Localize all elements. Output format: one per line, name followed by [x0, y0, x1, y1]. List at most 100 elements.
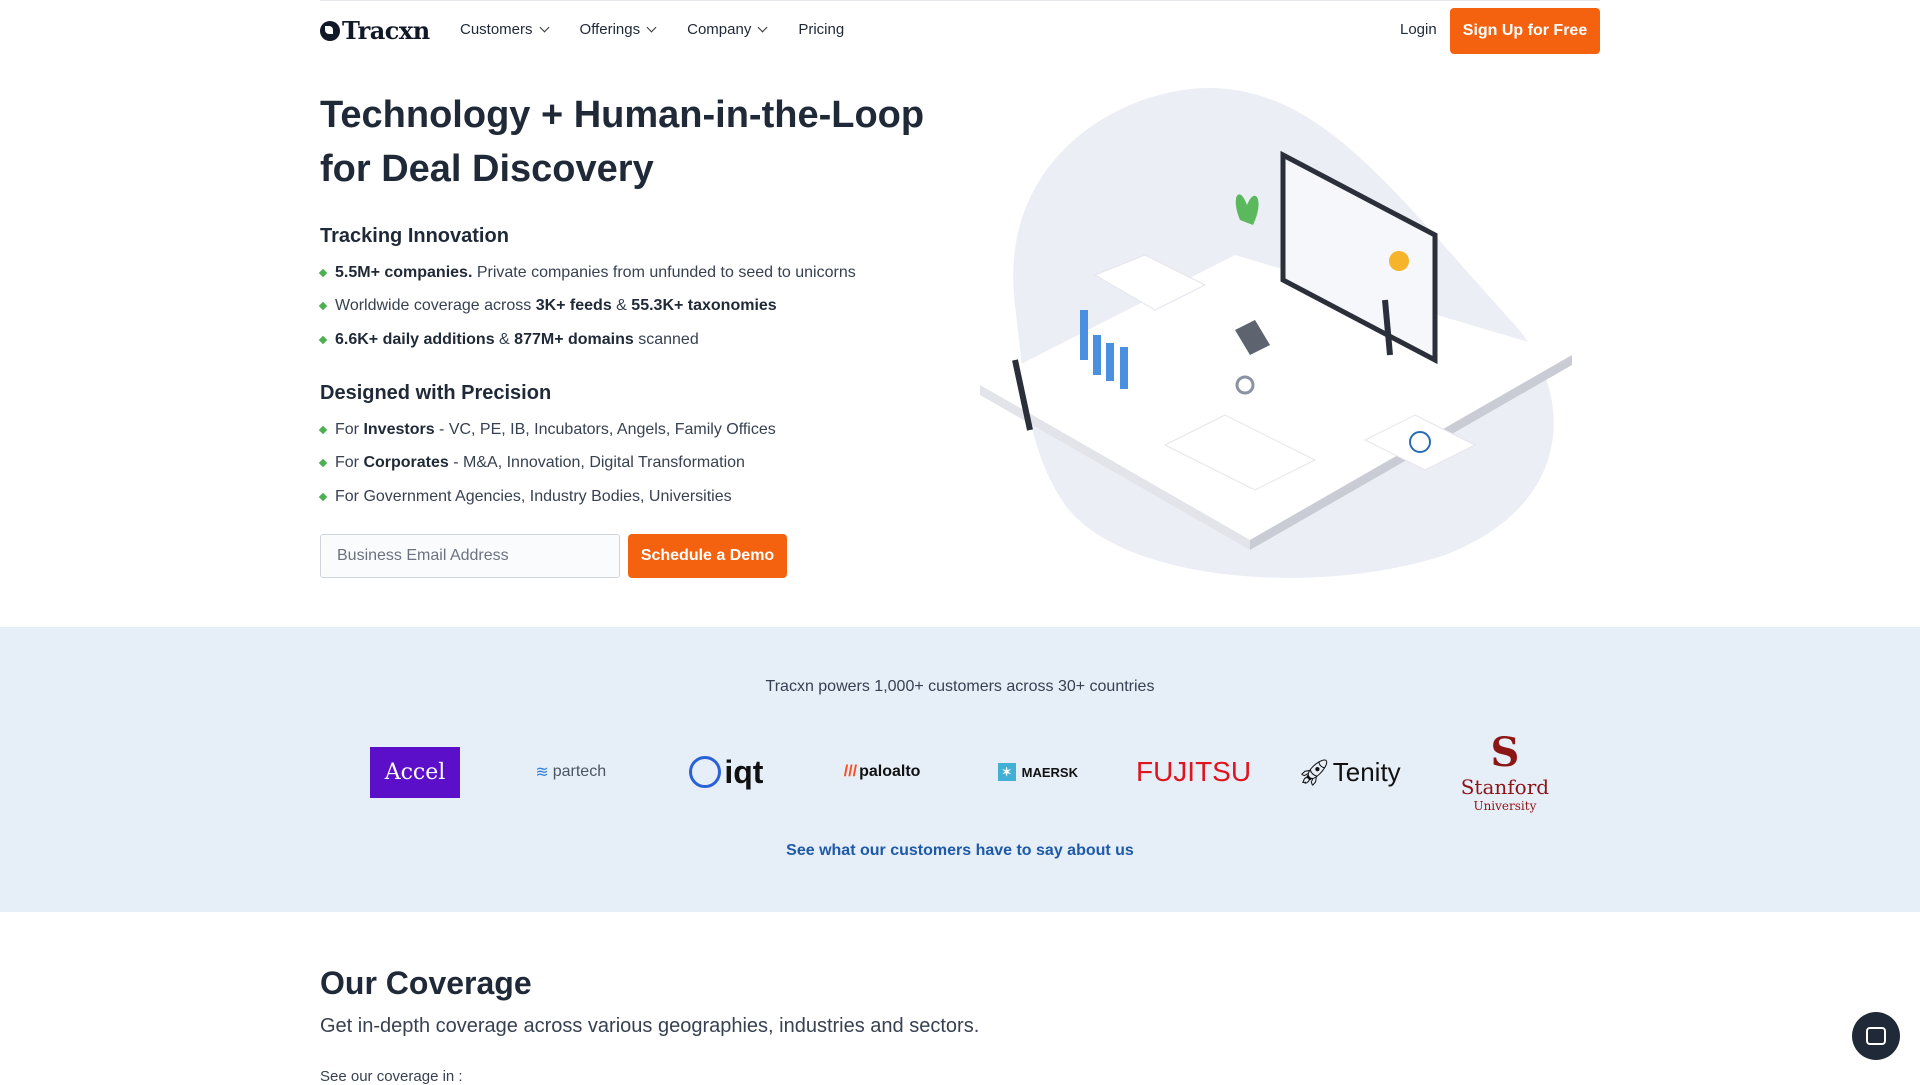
chat-widget-button[interactable] — [1852, 1012, 1900, 1060]
gear-icon — [1235, 375, 1255, 395]
paloalto-logo: ///paloalto — [832, 763, 932, 781]
bold-text: Investors — [363, 420, 435, 438]
top-divider — [320, 0, 1600, 1]
tracxn-logo[interactable]: Tracxn — [320, 16, 430, 45]
list-item: 6.6K+ daily additions & 877M+ domains sc… — [318, 323, 856, 357]
partech-logo: ≋partech — [521, 762, 621, 782]
nav-label: Customers — [460, 21, 533, 38]
bold-text: 877M+ domains — [514, 330, 634, 348]
nav-label: Company — [687, 21, 752, 38]
bullet-icon — [318, 459, 328, 468]
bullet-icon — [318, 335, 328, 344]
precision-list: For Investors - VC, PE, IB, Incubators, … — [318, 413, 776, 514]
nav-pricing[interactable]: Pricing — [798, 21, 845, 38]
bar-chart-icon — [1106, 343, 1114, 381]
text: Worldwide coverage across — [335, 297, 536, 315]
logo-text: Tracxn — [342, 16, 430, 45]
nav-company[interactable]: Company — [687, 21, 768, 38]
logo-text: MAERSK — [1021, 764, 1078, 780]
bold-text: 55.3K+ taxonomies — [631, 297, 777, 315]
platform-side-left — [980, 385, 1250, 550]
chat-icon — [1866, 1027, 1886, 1045]
logo-text: Accel — [370, 746, 460, 798]
main-nav: Customers Offerings Company Pricing — [460, 21, 844, 38]
bar-chart-icon — [1093, 335, 1101, 375]
text: For — [335, 420, 364, 438]
document-card — [1163, 414, 1317, 491]
list-item: Worldwide coverage across 3K+ feeds & 55… — [318, 290, 856, 324]
pie-chart-icon — [1389, 251, 1409, 271]
network-card — [1363, 414, 1477, 471]
paloalto-icon: /// — [843, 763, 858, 780]
logo-text: paloalto — [859, 763, 921, 780]
list-item: For Corporates - M&A, Innovation, Digita… — [318, 447, 776, 481]
precision-heading: Designed with Precision — [320, 382, 552, 404]
stanford-s-icon: S — [1490, 729, 1520, 776]
shield-icon — [1235, 320, 1270, 355]
logo-icon — [320, 20, 340, 41]
iqt-globe-icon — [689, 756, 722, 788]
hero-illustration — [980, 88, 1572, 578]
list-item: 5.5M+ companies. Private companies from … — [318, 256, 856, 290]
nav-offerings[interactable]: Offerings — [580, 21, 658, 38]
bullet-icon — [318, 268, 328, 277]
tracking-heading: Tracking Innovation — [320, 225, 509, 247]
person-icon — [1382, 299, 1393, 356]
coverage-in-label: See our coverage in : — [320, 1068, 463, 1085]
text: For Government Agencies, Industry Bodies… — [335, 487, 732, 505]
iqt-logo: iqt — [676, 754, 776, 791]
coverage-title: Our Coverage — [320, 965, 532, 1001]
bullet-icon — [318, 302, 328, 311]
fujitsu-logo: FUJITSU — [1135, 756, 1252, 787]
text: For — [335, 454, 364, 472]
login-link[interactable]: Login — [1400, 21, 1437, 38]
text: - VC, PE, IB, Incubators, Angels, Family… — [434, 420, 776, 438]
logo-text: University — [1473, 799, 1537, 813]
logo-text: Tenity — [1332, 756, 1401, 787]
bar-chart-icon — [1120, 347, 1128, 389]
signup-button[interactable]: Sign Up for Free — [1450, 8, 1600, 54]
bold-text: Corporates — [363, 454, 449, 472]
logo-text: Stanford — [1460, 775, 1550, 799]
text: & — [494, 330, 515, 348]
bold-text: 6.6K+ daily additions — [335, 330, 495, 348]
tenity-logo: 🚀︎Tenity — [1297, 756, 1401, 788]
text: scanned — [633, 330, 699, 348]
customers-section: Tracxn powers 1,000+ customers across 30… — [0, 627, 1920, 912]
page-title: Technology + Human-in-the-Loop for Deal … — [320, 94, 925, 190]
bold-text: 3K+ feeds — [535, 297, 612, 315]
plant-icon — [1235, 194, 1259, 225]
logo-text: partech — [552, 763, 607, 780]
chevron-down-icon — [646, 22, 657, 33]
customers-tagline: Tracxn powers 1,000+ customers across 30… — [765, 678, 1155, 695]
monitor-icon — [1280, 150, 1438, 365]
tracking-list: 5.5M+ companies. Private companies from … — [318, 256, 856, 357]
nav-label: Offerings — [579, 21, 641, 38]
partech-icon: ≋ — [535, 764, 549, 781]
bold-text: 5.5M+ companies. — [335, 263, 473, 281]
text: & — [611, 297, 632, 315]
network-icon — [1409, 431, 1431, 453]
list-item: For Investors - VC, PE, IB, Incubators, … — [318, 413, 776, 447]
accel-logo: Accel — [365, 746, 465, 798]
bullet-icon — [318, 425, 328, 434]
nav-customers[interactable]: Customers — [460, 21, 550, 38]
business-email-input[interactable] — [320, 534, 620, 578]
maersk-logo: ✶ MAERSK — [988, 763, 1088, 781]
text: Private companies from unfunded to seed … — [472, 263, 856, 281]
bar-chart-icon — [1080, 310, 1088, 360]
schedule-demo-button[interactable]: Schedule a Demo — [628, 534, 787, 578]
chevron-down-icon — [757, 22, 768, 33]
bullet-icon — [318, 492, 328, 501]
chevron-down-icon — [539, 22, 549, 33]
text: - M&A, Innovation, Digital Transformatio… — [448, 454, 745, 472]
maersk-star-icon: ✶ — [997, 763, 1016, 781]
code-card — [1093, 254, 1207, 311]
logo-text: iqt — [724, 753, 764, 790]
person-icon — [1012, 359, 1033, 431]
coverage-subtitle: Get in-depth coverage across various geo… — [320, 1015, 980, 1037]
testimonials-link[interactable]: See what our customers have to say about… — [786, 842, 1134, 859]
rocket-icon: 🚀︎ — [1297, 756, 1331, 787]
list-item: For Government Agencies, Industry Bodies… — [318, 480, 776, 514]
